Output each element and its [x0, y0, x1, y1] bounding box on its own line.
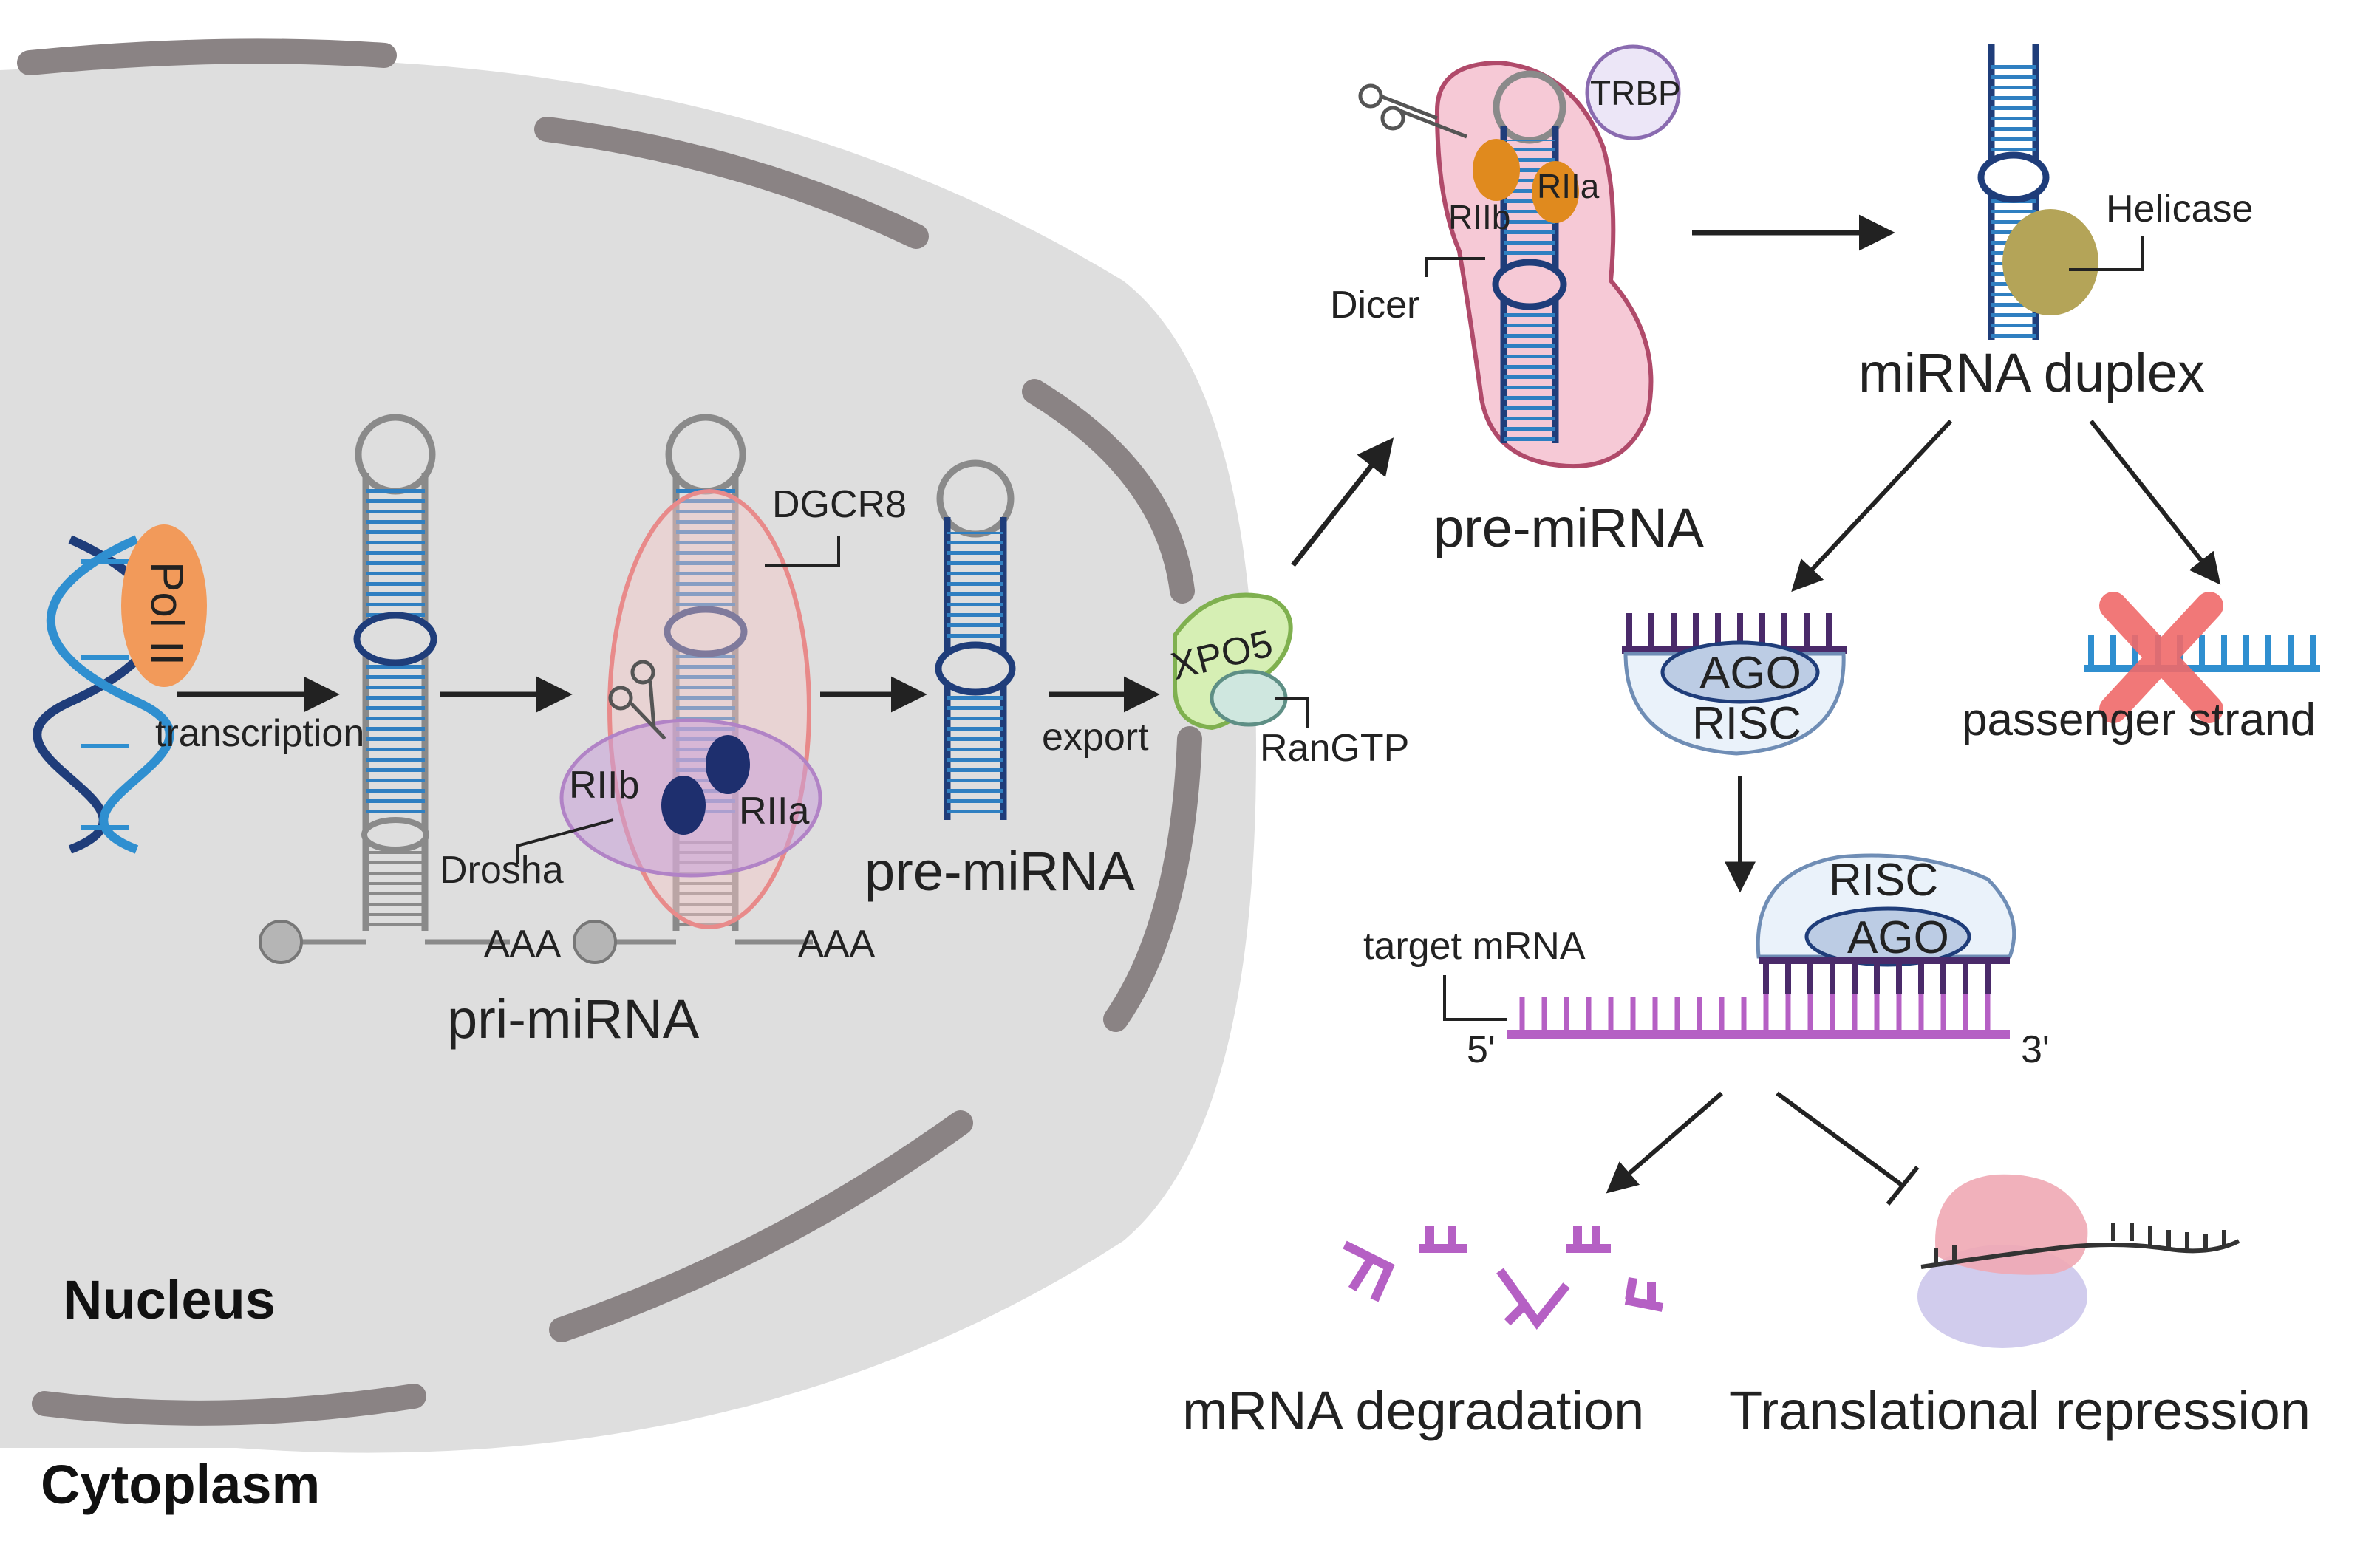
aaa-label-1: AAA [484, 923, 561, 966]
drosha-label: Drosha [440, 849, 564, 892]
risc-label-1: RISC [1692, 698, 1801, 749]
helicase-leader [2069, 236, 2144, 271]
risc-complex-2: RISC AGO [1756, 853, 2016, 967]
aaa-label-2: AAA [798, 923, 875, 966]
riia-label-drosha: RIIa [739, 790, 809, 833]
ribosome-icon [1917, 1174, 2088, 1348]
riia-domain-dicer [1532, 161, 1579, 223]
riia-label-dicer: RIIa [1537, 167, 1600, 205]
inhibition-arrow [1776, 1091, 1920, 1206]
pre-mirna-nucleus-hairpin [935, 459, 1016, 820]
target-mrna-label: target mRNA [1363, 925, 1586, 968]
riia-domain-drosha [706, 735, 750, 794]
helicase-enzyme [2002, 209, 2098, 315]
arrow-to-dicer [1291, 437, 1394, 567]
dicer-leader [1425, 257, 1485, 277]
five-prime-label: 5' [1467, 1028, 1496, 1071]
pre-mirna-cytoplasm-hairpin [1492, 70, 1567, 443]
pri-mirna-label: pri-miRNA [447, 988, 700, 1050]
target-mrna-leader [1443, 975, 1507, 1021]
repressed-mrna-strand [1920, 1223, 2240, 1269]
passenger-strand-line [2084, 635, 2320, 672]
ago-label-1: AGO [1699, 648, 1801, 699]
guide-strand-bound [1759, 957, 2010, 994]
pri-mirna-hairpin [259, 414, 510, 964]
passenger-strand-label: passenger strand [1962, 694, 2316, 745]
cytoplasm-label: Cytoplasm [41, 1454, 320, 1515]
arrow-to-risc [1791, 419, 1953, 592]
dgcr8-leader [765, 536, 840, 567]
mirna-duplex-strands [1977, 44, 2050, 340]
scissors-icon [608, 660, 666, 740]
ago-label-2: AGO [1847, 912, 1949, 963]
helicase-label: Helicase [2106, 188, 2253, 230]
mrna-fragments [1343, 1226, 1664, 1330]
rangtp-label: RanGTP [1260, 727, 1409, 770]
risc-label-2: RISC [1829, 855, 1938, 906]
three-prime-label: 3' [2021, 1028, 2050, 1071]
riib-domain-dicer [1473, 139, 1520, 201]
xpo5-exportin: XPO5 [1167, 592, 1293, 731]
mrna-degradation-label: mRNA degradation [1182, 1380, 1644, 1441]
nucleus-label: Nucleus [63, 1269, 276, 1330]
pre-mirna-nucleus-label: pre-miRNA [865, 841, 1136, 902]
trbp-label: TRBP [1590, 74, 1681, 112]
cross-icon [2099, 592, 2223, 723]
pre-mirna-cytoplasm-label: pre-miRNA [1433, 497, 1705, 558]
arrow-to-degradation [1606, 1091, 1723, 1194]
drosha-leader [516, 818, 614, 864]
target-mrna-strand [1507, 994, 2010, 1039]
riib-label-dicer: RIIb [1448, 198, 1510, 236]
trbp-protein: TRBP [1585, 44, 1681, 140]
translational-repression-label: Translational repression [1729, 1380, 2311, 1441]
nuclear-membrane [17, 38, 1202, 1426]
mirna-duplex-label: miRNA duplex [1858, 342, 2205, 403]
pol2-label: Pol II [141, 561, 192, 666]
riib-domain-drosha [661, 776, 706, 835]
riib-label-drosha: RIIb [569, 764, 639, 807]
dicer-label: Dicer [1330, 284, 1419, 327]
dgcr8-label: DGCR8 [772, 483, 907, 526]
transcription-label: transcription [155, 712, 364, 755]
pol-ii-enzyme: Pol II [121, 524, 207, 687]
scissors-icon [1358, 83, 1467, 139]
rangtp-leader [1275, 697, 1309, 728]
risc-complex-1: AGO RISC [1623, 640, 1846, 756]
export-label: export [1042, 716, 1149, 759]
arrow-to-passenger [2089, 420, 2221, 585]
